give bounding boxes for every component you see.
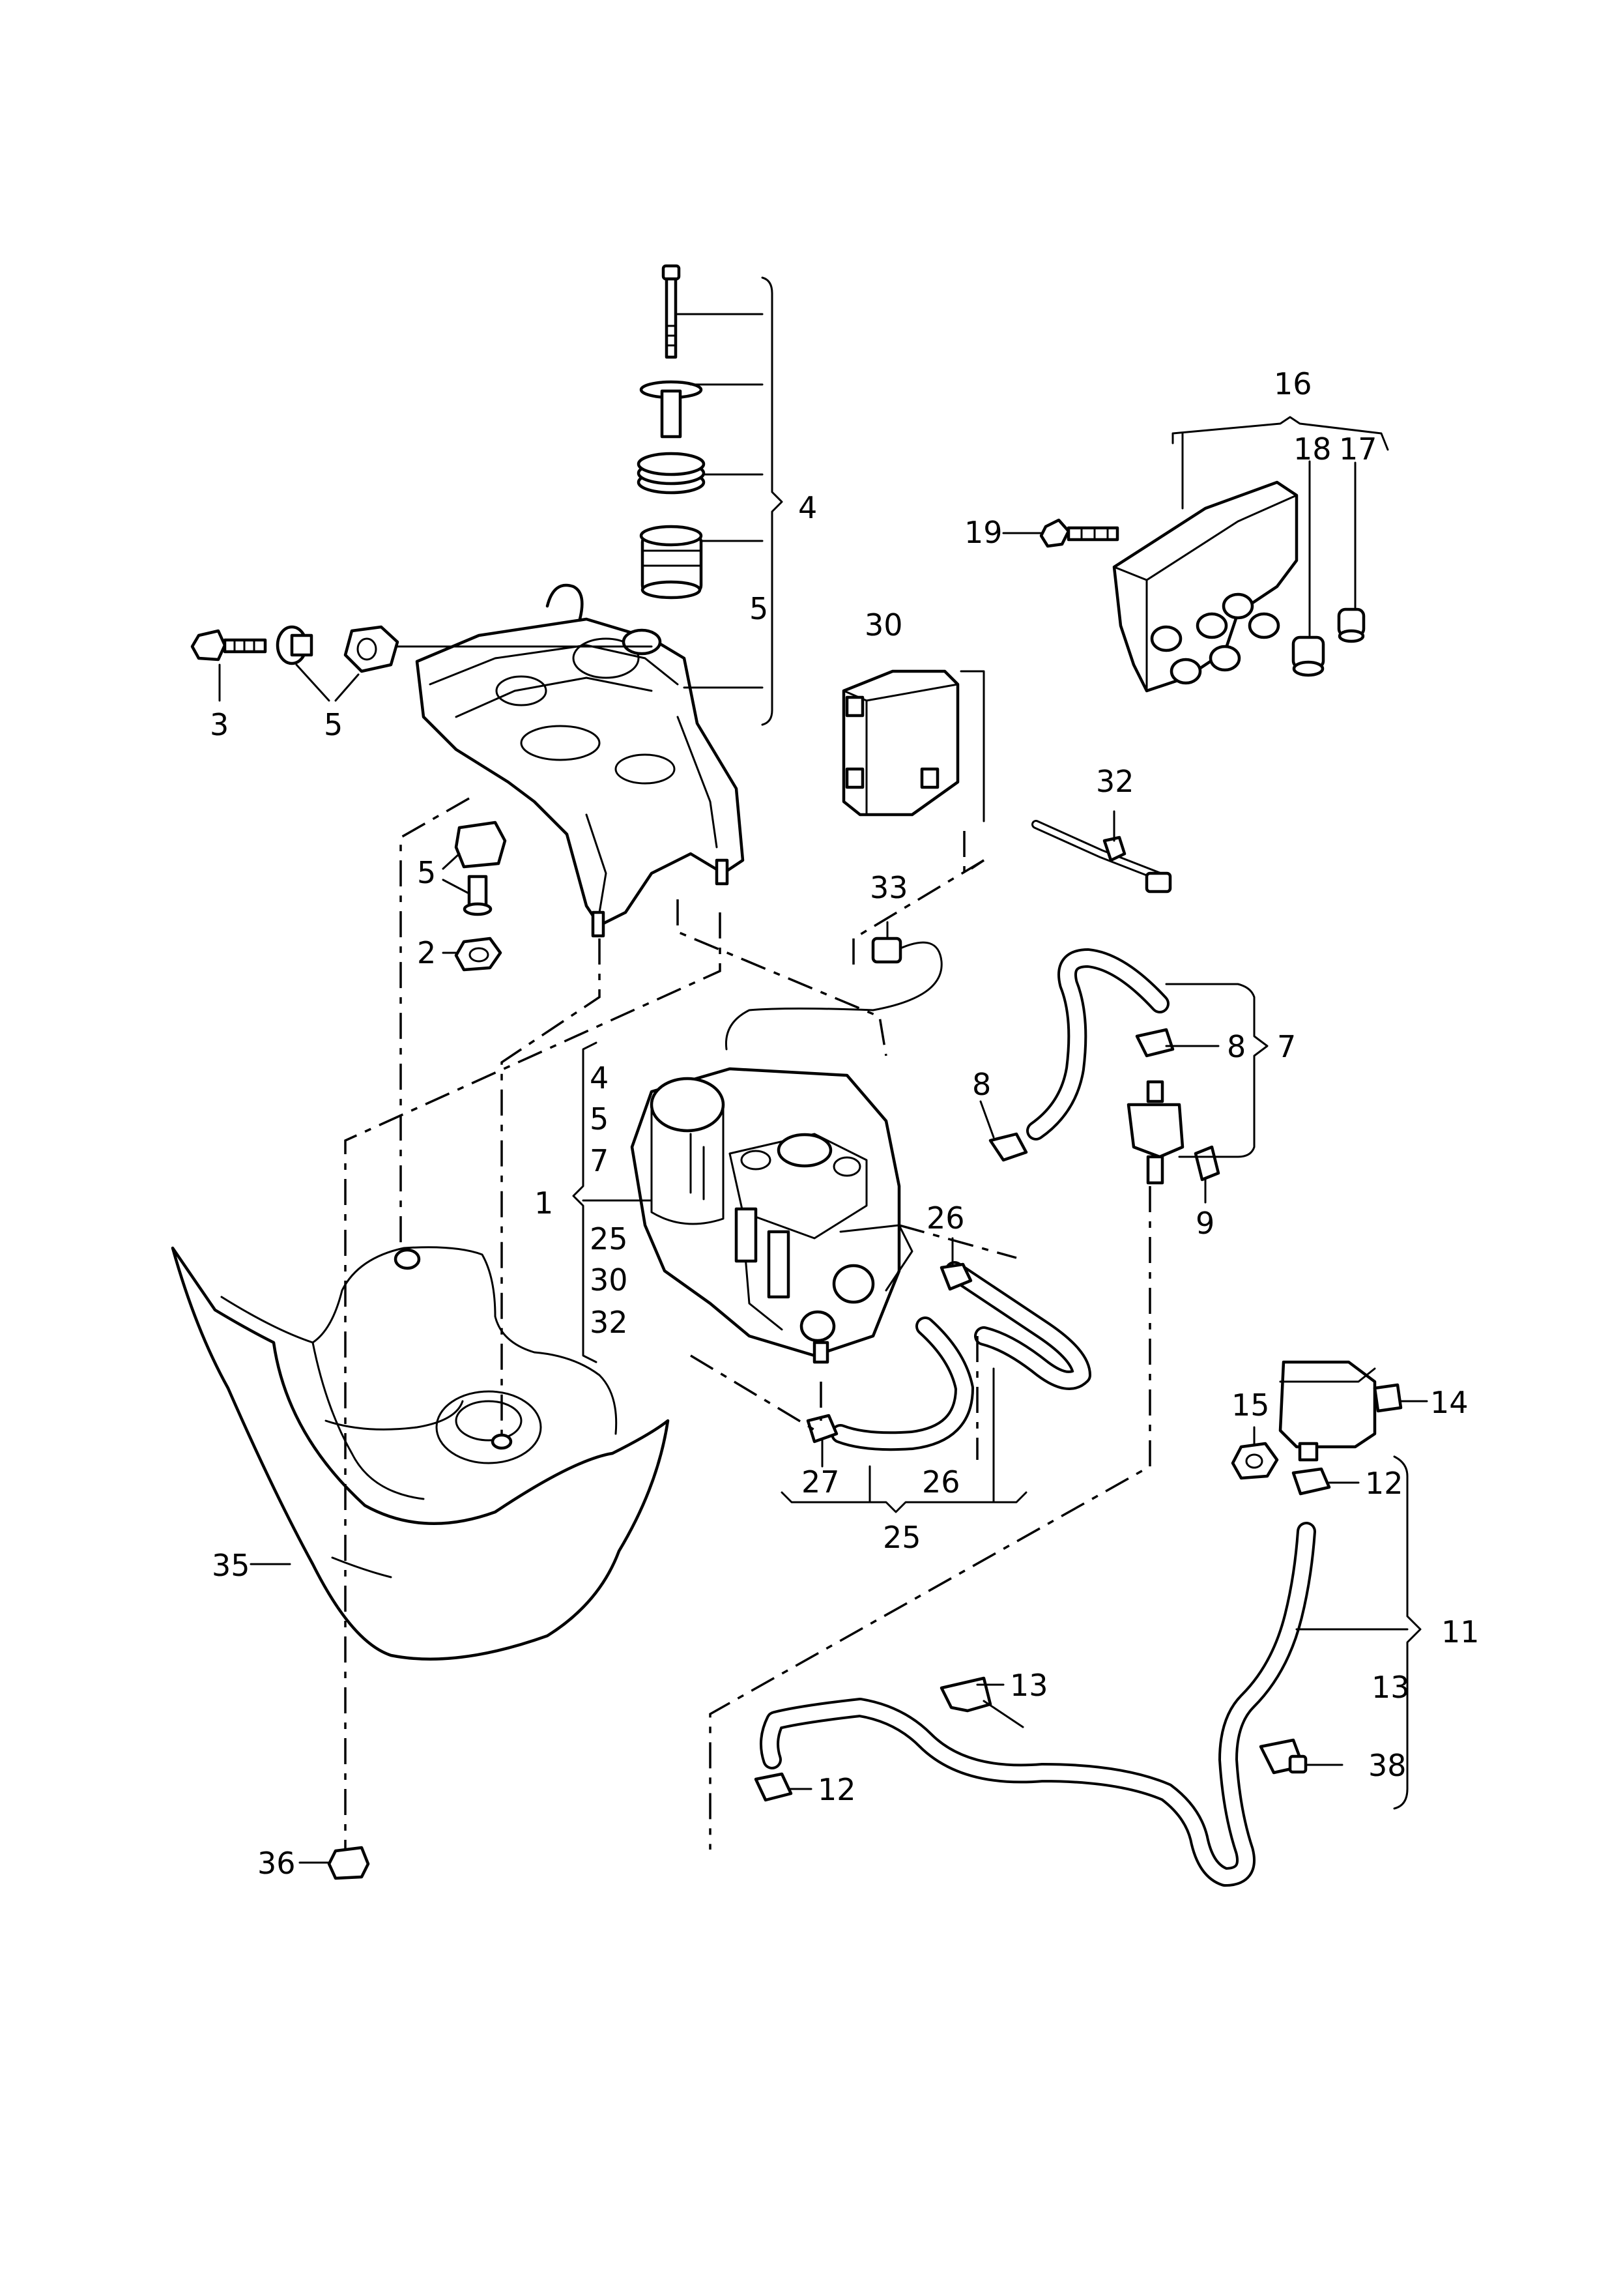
callout-9: 9 bbox=[1196, 1206, 1214, 1241]
callout-2: 2 bbox=[417, 935, 436, 970]
stud-nut-group bbox=[454, 821, 507, 972]
callout-36: 36 bbox=[257, 1846, 296, 1881]
callout-8: 8 bbox=[972, 1067, 991, 1102]
group-item-32: 32 bbox=[590, 1305, 628, 1340]
intake-hose-assembly bbox=[988, 948, 1220, 1185]
callout-5: 5 bbox=[417, 855, 436, 890]
callout-8: 8 bbox=[1227, 1029, 1246, 1064]
group-item-5: 5 bbox=[590, 1101, 609, 1137]
callout-3: 3 bbox=[210, 707, 229, 742]
cable-tie bbox=[1031, 820, 1172, 894]
callout-25: 25 bbox=[883, 1520, 921, 1555]
group-item-4: 4 bbox=[590, 1060, 609, 1096]
callout-labels: 16 18 17 19 4 5 3 5 5 2 30 32 33 8 8 7 9… bbox=[210, 366, 1480, 1881]
callout-27: 27 bbox=[801, 1464, 840, 1500]
callout-5: 5 bbox=[324, 707, 343, 742]
heat-shield bbox=[171, 1246, 670, 1880]
callout-19: 19 bbox=[964, 515, 1003, 550]
assembly-lines bbox=[344, 797, 1151, 1850]
valve-block-assembly bbox=[1039, 480, 1366, 693]
callout-35: 35 bbox=[212, 1548, 250, 1583]
callout-13: 13 bbox=[1010, 1668, 1048, 1703]
callout-26: 26 bbox=[926, 1200, 965, 1236]
callout-32: 32 bbox=[1096, 764, 1134, 799]
callout-7: 7 bbox=[1277, 1029, 1296, 1064]
callout-30: 30 bbox=[865, 607, 903, 643]
group-item-25: 25 bbox=[590, 1221, 628, 1257]
callout-11: 11 bbox=[1441, 1614, 1480, 1649]
group-item-30: 30 bbox=[590, 1262, 628, 1298]
sensor-connector bbox=[725, 937, 943, 1051]
callout-13: 13 bbox=[1372, 1670, 1410, 1705]
callout-14: 14 bbox=[1430, 1385, 1469, 1420]
callout-12: 12 bbox=[818, 1772, 856, 1807]
control-unit bbox=[842, 669, 960, 817]
bolt-washer-nut-group bbox=[190, 625, 399, 673]
callout-16: 16 bbox=[1274, 366, 1312, 401]
callout-1: 1 bbox=[534, 1185, 553, 1221]
mounting-bracket bbox=[415, 583, 745, 938]
long-hose-assembly bbox=[754, 1522, 1316, 1887]
compressor-hoses bbox=[806, 1261, 1091, 1451]
group-item-7: 7 bbox=[590, 1143, 609, 1178]
callout-38: 38 bbox=[1368, 1748, 1407, 1783]
callout-15: 15 bbox=[1231, 1388, 1270, 1423]
callout-33: 33 bbox=[870, 870, 908, 905]
compressor-unit bbox=[630, 1067, 913, 1364]
callout-5: 5 bbox=[749, 591, 768, 626]
bushing-stack-assembly bbox=[637, 264, 706, 600]
callout-26: 26 bbox=[922, 1464, 960, 1500]
callout-4: 4 bbox=[798, 490, 817, 525]
callout-18: 18 bbox=[1293, 431, 1332, 467]
callout-17: 17 bbox=[1339, 431, 1377, 467]
relay-assembly bbox=[1231, 1360, 1403, 1496]
leader-lines bbox=[218, 276, 1428, 1864]
callout-12: 12 bbox=[1365, 1466, 1403, 1501]
